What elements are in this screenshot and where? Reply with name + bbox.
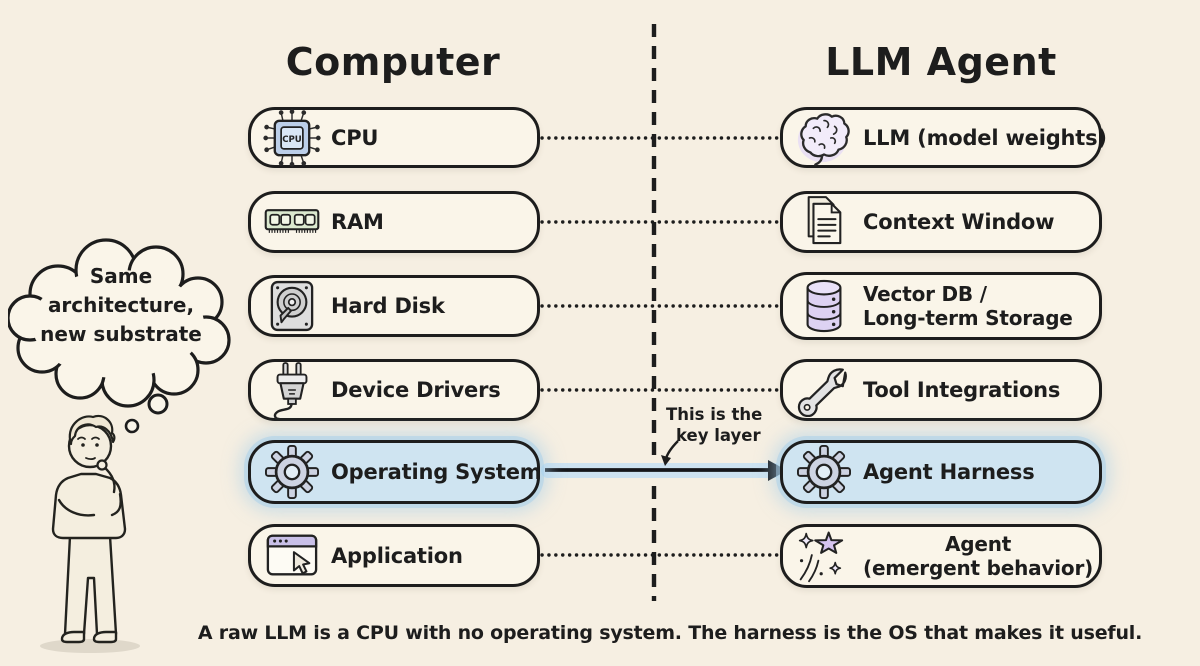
computer-column-title: Computer [285, 40, 501, 84]
thought-bubble-text: Same architecture, new substrate [28, 262, 214, 349]
hard-disk-icon [263, 279, 321, 333]
agent-box-agent: Agent (emergent behavior) [780, 524, 1102, 588]
key-layer-annotation: This is the key layer [666, 404, 762, 447]
thought-line-3: new substrate [40, 322, 202, 346]
box-label: CPU [331, 125, 379, 150]
box-label-line-2: (emergent behavior) [863, 556, 1094, 580]
box-label: Tool Integrations [863, 378, 1061, 402]
plug-icon [263, 359, 321, 421]
agent-box-tool-integrations: Tool Integrations [780, 359, 1102, 421]
ram-icon [263, 201, 321, 243]
thought-bubble [8, 238, 231, 434]
database-icon [795, 278, 853, 334]
box-label: Context Window [863, 210, 1055, 234]
thought-line-2: architecture, [47, 293, 195, 317]
box-label: Hard Disk [331, 294, 445, 318]
box-label: Agent Harness [863, 460, 1035, 484]
computer-box-application: Application [248, 524, 540, 587]
box-label: Agent (emergent behavior) [863, 532, 1103, 581]
arrowhead [768, 460, 787, 481]
thought-line-1: Same [89, 264, 153, 288]
thinking-person-figure [40, 414, 140, 653]
gear-icon [263, 445, 321, 499]
sparkles-icon [795, 528, 853, 584]
box-label: Application [331, 543, 463, 568]
wrench-icon [795, 363, 853, 417]
annotation-arrowhead [661, 455, 671, 466]
box-label: LLM (model weights) [863, 125, 1107, 150]
brain-icon [795, 108, 853, 168]
agent-box-vector-db: Vector DB / Long-term Storage [780, 272, 1102, 340]
computer-box-device-drivers: Device Drivers [248, 359, 540, 421]
gear-icon [795, 445, 853, 499]
agent-box-agent-harness: Agent Harness [780, 440, 1102, 504]
llm-agent-column-title: LLM Agent [825, 40, 1057, 84]
box-label-line-1: Agent [944, 531, 1012, 556]
computer-box-hard-disk: Hard Disk [248, 275, 540, 337]
dotted-connectors [540, 136, 780, 557]
agent-box-context-window: Context Window [780, 191, 1102, 253]
cpu-chip-icon: CPU [263, 105, 321, 171]
computer-box-ram: RAM [248, 191, 540, 253]
annotation-line-1: This is the [666, 405, 763, 424]
annotation-line-2: key layer [676, 426, 761, 446]
box-label: RAM [331, 210, 384, 234]
box-label-line-1: Vector DB / [863, 281, 987, 306]
box-label-line-2: Long-term Storage [863, 306, 1073, 330]
bottom-caption: A raw LLM is a CPU with no operating sys… [197, 622, 1143, 644]
app-window-icon [263, 532, 321, 580]
agent-box-llm: LLM (model weights) [780, 107, 1107, 168]
documents-icon [795, 195, 853, 249]
svg-text:CPU: CPU [282, 135, 302, 145]
box-label: Operating System [331, 460, 542, 484]
computer-box-cpu: CPU CPU [248, 107, 540, 168]
computer-box-operating-system: Operating System [248, 440, 542, 504]
box-label: Vector DB / Long-term Storage [863, 282, 1073, 331]
box-label: Device Drivers [331, 378, 501, 402]
